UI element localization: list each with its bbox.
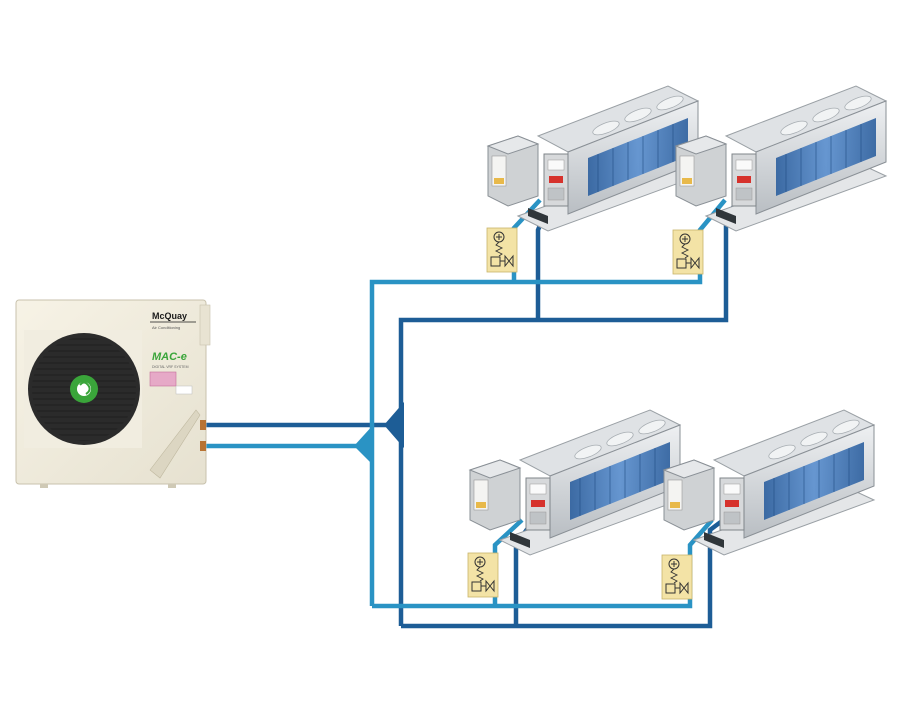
fan-guard — [24, 330, 142, 448]
outdoor-unit: McQuay Air Conditioning MAC-e DIGITAL VR… — [15, 299, 211, 488]
expansion-valve-icon — [661, 554, 693, 600]
liquid-branch-joint — [354, 424, 374, 466]
expansion-valve-icon — [672, 229, 704, 275]
model-badge: MAC-e — [152, 351, 187, 363]
indoor-unit-top-right — [675, 85, 887, 232]
brand-tagline: Air Conditioning — [152, 325, 180, 330]
model-subtext: DIGITAL VRF SYSTEM — [152, 365, 189, 369]
expansion-valve-icon — [467, 552, 499, 598]
indoor-unit-top-left — [487, 85, 699, 232]
expansion-valve-icon — [486, 227, 518, 273]
liquid-pipe — [204, 198, 727, 609]
gas-branch-joint — [384, 402, 404, 448]
indoor-unit-bottom-left — [469, 409, 681, 556]
indoor-unit-bottom-right — [663, 409, 875, 556]
energy-label — [149, 371, 177, 387]
brand-logo: McQuay — [152, 311, 187, 321]
